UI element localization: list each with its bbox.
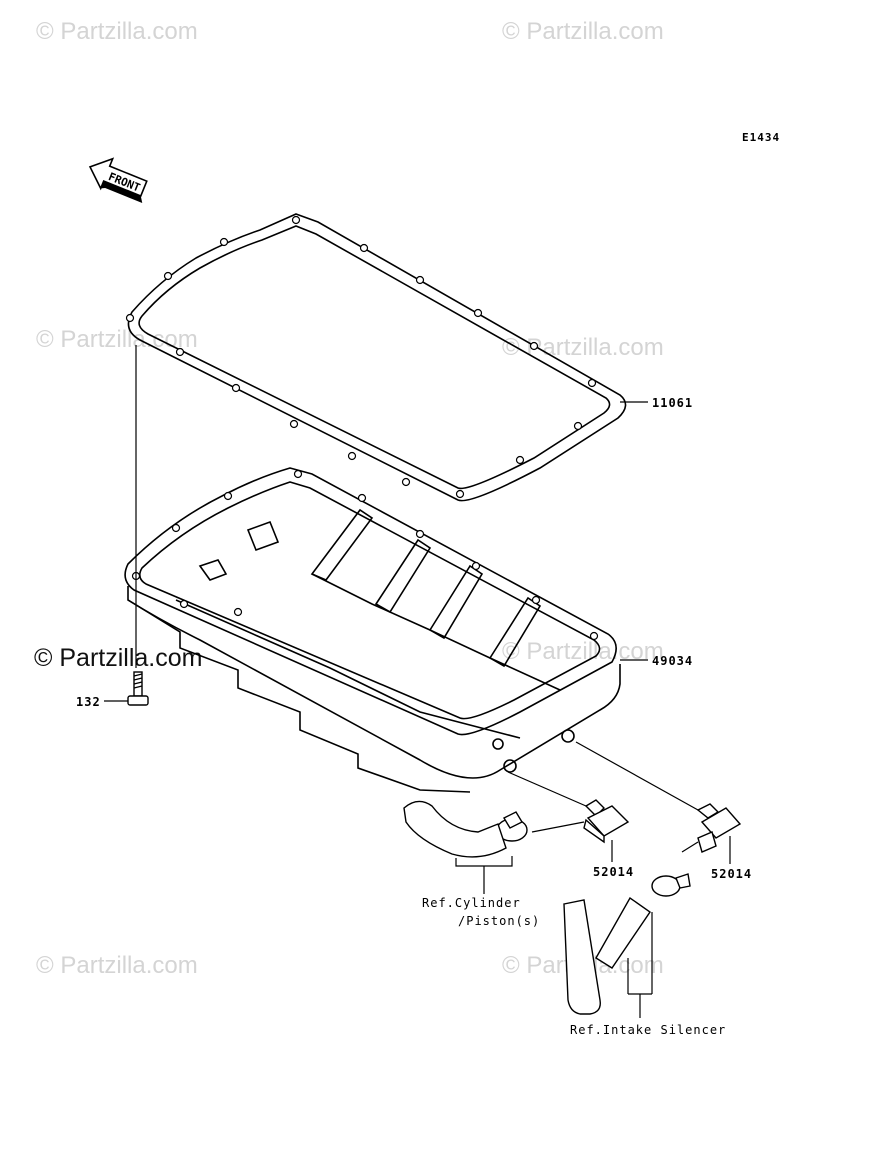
part-number-fitting-right[interactable]: 52014 [711, 867, 753, 881]
hose-clamp-right[interactable] [651, 873, 691, 897]
hose-clamp-left[interactable] [496, 811, 528, 842]
hose-cylinder [403, 800, 507, 858]
front-direction-arrow-icon: FRONT [88, 157, 148, 204]
intake-silencer-hose [563, 896, 651, 1015]
ref-piston-label: /Piston(s) [458, 914, 541, 928]
gasket[interactable] [125, 213, 627, 502]
part-number-bolt[interactable]: 132 [76, 695, 101, 709]
part-number-gasket[interactable]: 11061 [652, 396, 694, 410]
watermark: © Partzilla.com [36, 326, 198, 353]
watermark-bold: © Partzilla.com [34, 644, 203, 672]
fitting-left[interactable] [583, 799, 630, 844]
part-number-fitting-left[interactable]: 52014 [593, 865, 635, 879]
watermark: © Partzilla.com [36, 18, 198, 45]
bolt[interactable] [127, 671, 149, 706]
ref-cylinder-label: Ref.Cylinder [422, 896, 521, 910]
watermark: © Partzilla.com [36, 952, 198, 979]
diagram-code: E1434 [742, 131, 781, 144]
oil-pan[interactable] [124, 467, 621, 793]
watermark: © Partzilla.com [502, 334, 664, 361]
watermark: © Partzilla.com [502, 18, 664, 45]
fitting-right[interactable] [696, 803, 742, 853]
ref-intake-silencer-label: Ref.Intake Silencer [570, 1023, 727, 1037]
part-number-oil-pan[interactable]: 49034 [652, 654, 694, 668]
